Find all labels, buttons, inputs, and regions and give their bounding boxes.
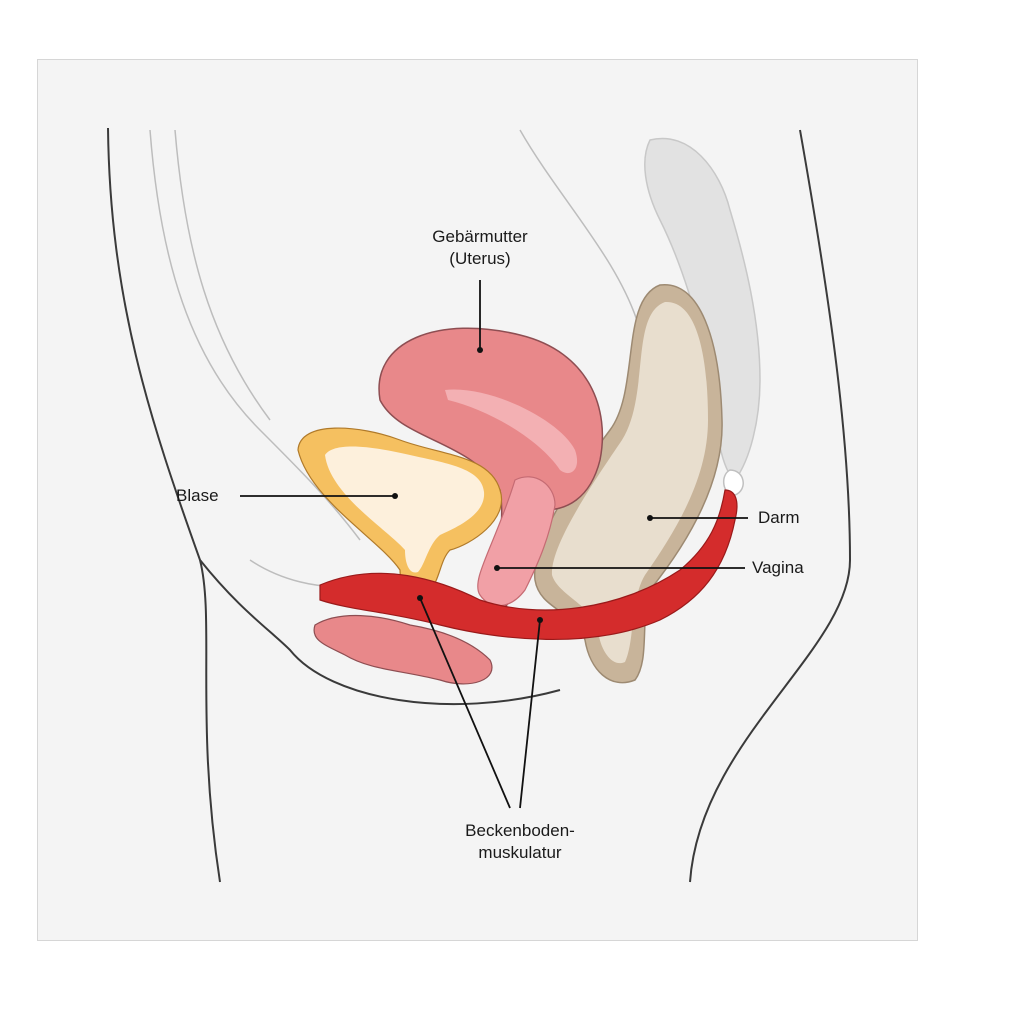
label-uterus: Gebärmutter (Uterus) [400, 226, 560, 270]
label-bladder: Blase [176, 486, 219, 505]
spine-sacrum [644, 137, 761, 496]
leader-dots [392, 347, 653, 623]
vagina-organ [477, 476, 556, 607]
pelvic-floor-muscle [319, 489, 738, 640]
external-genitalia [313, 614, 493, 685]
label-uterus-line2: (Uterus) [449, 249, 511, 268]
label-pelvic-floor: Beckenboden- muskulatur [420, 820, 620, 864]
bowel-organ [533, 284, 723, 684]
label-pelvic-floor-line1: Beckenboden- [465, 821, 575, 840]
leader-lines [240, 280, 748, 809]
bladder-organ [297, 427, 503, 595]
label-pelvic-floor-line2: muskulatur [478, 843, 562, 862]
label-vagina: Vagina [752, 558, 804, 577]
label-uterus-line1: Gebärmutter [432, 227, 528, 246]
body-outline [107, 127, 852, 883]
label-bowel: Darm [758, 508, 800, 527]
